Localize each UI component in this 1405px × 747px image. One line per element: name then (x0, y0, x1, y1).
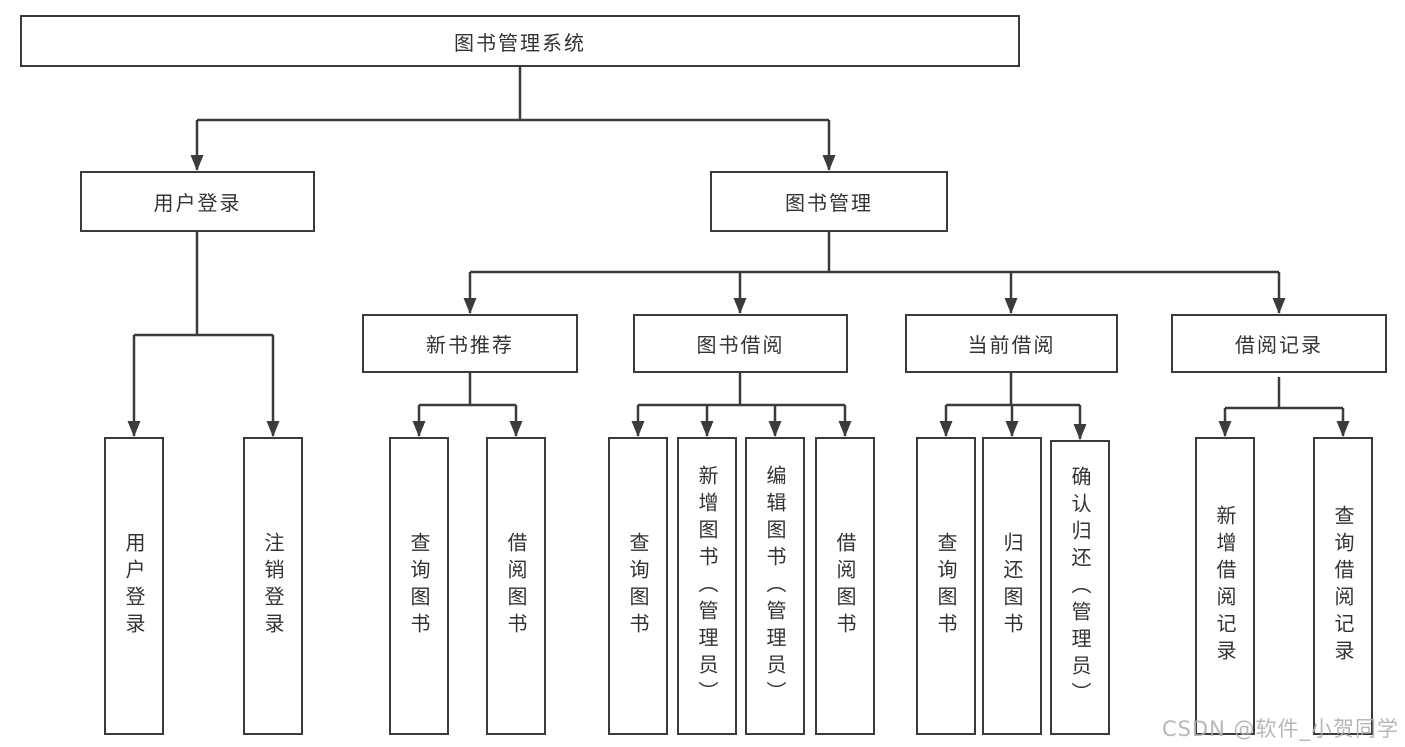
node-label: 查询借阅记录 (1331, 505, 1355, 667)
node-book-management: 图书管理 (710, 171, 948, 232)
connector-book-borrow-rail (638, 373, 845, 407)
node-book-borrow: 图书借阅 (633, 314, 848, 373)
leaf-nb-borrow-book: 借阅图书 (486, 437, 546, 735)
node-label: 查询图书 (934, 532, 958, 640)
leaf-bb-borrow-book: 借阅图书 (815, 437, 875, 735)
leaf-user-login: 用户登录 (104, 437, 164, 735)
connector-current-borrow-rail (946, 373, 1080, 407)
node-label: 借阅记录 (1235, 333, 1323, 357)
node-label: 确认归还（管理员） (1068, 466, 1092, 709)
connector-borrow-record-rail (1225, 377, 1343, 410)
connector-root-rail (197, 67, 829, 122)
leaf-logout: 注销登录 (243, 437, 303, 735)
leaf-br-query-record: 查询借阅记录 (1313, 437, 1373, 735)
leaf-nb-query-book: 查询图书 (389, 437, 449, 735)
node-user-login: 用户登录 (80, 171, 315, 232)
csdn-watermark: CSDN @软件_小贺同学 (1161, 717, 1399, 741)
connector-new-book-rail (419, 373, 516, 407)
node-label: 新增借阅记录 (1213, 505, 1237, 667)
node-label: 用户登录 (122, 532, 146, 640)
node-label: 归还图书 (1000, 532, 1024, 640)
node-label: 用户登录 (153, 191, 242, 215)
leaf-cb-confirm-return-admin: 确认归还（管理员） (1050, 440, 1110, 735)
node-current-borrow: 当前借阅 (905, 314, 1118, 373)
node-label: 图书管理 (785, 191, 873, 215)
node-borrow-record: 借阅记录 (1171, 314, 1387, 373)
leaf-cb-return-book: 归还图书 (982, 437, 1042, 735)
connector-book-management-rail (470, 232, 1279, 274)
node-label: 图书管理系统 (454, 30, 586, 55)
node-label: 借阅图书 (504, 532, 528, 640)
node-label: 新书推荐 (426, 333, 514, 357)
node-label: 新增图书（管理员） (695, 464, 719, 708)
leaf-cb-query-book: 查询图书 (916, 437, 976, 735)
connector-user-login-rail (134, 232, 273, 337)
leaf-bb-edit-book-admin: 编辑图书（管理员） (745, 437, 805, 735)
node-label: 编辑图书（管理员） (763, 464, 787, 708)
node-new-book-recommend: 新书推荐 (362, 314, 578, 373)
node-label: 当前借阅 (967, 333, 1056, 357)
leaf-br-add-record: 新增借阅记录 (1195, 437, 1255, 735)
node-label: 注销登录 (261, 532, 285, 640)
node-label: 查询图书 (626, 532, 650, 640)
node-label: 图书借阅 (696, 333, 785, 357)
leaf-bb-query-book: 查询图书 (608, 437, 668, 735)
node-label: 借阅图书 (833, 532, 857, 640)
leaf-bb-add-book-admin: 新增图书（管理员） (677, 437, 737, 735)
node-label: 查询图书 (407, 532, 431, 640)
node-root-system: 图书管理系统 (20, 15, 1020, 67)
